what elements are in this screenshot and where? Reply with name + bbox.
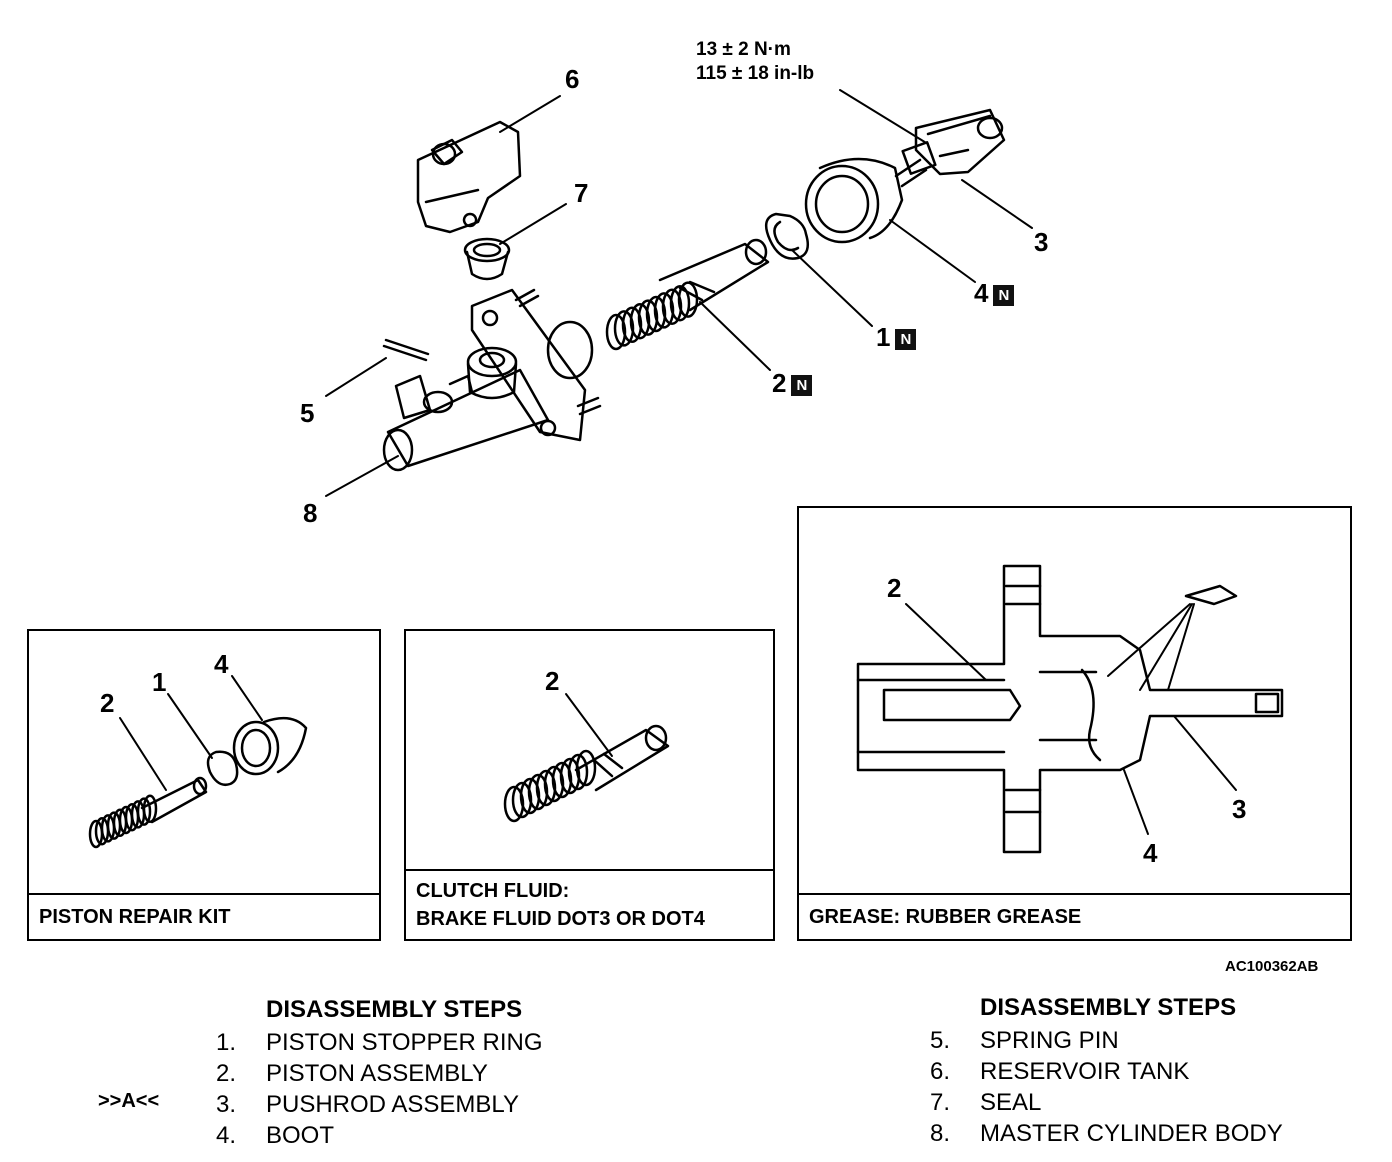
caption-line-2: BRAKE FLUID DOT3 OR DOT4 <box>416 908 705 930</box>
torque-spec: 13 ± 2 N·m 115 ± 18 in-lb <box>696 38 814 86</box>
step-number: 4. <box>215 1122 236 1149</box>
step-item: 4. BOOT <box>186 1120 543 1151</box>
fluid-panel-art <box>503 693 670 823</box>
step-item: 1. PISTON STOPPER RING <box>186 1027 543 1058</box>
master-cylinder-body-part <box>382 288 602 472</box>
spring-coil <box>142 794 158 824</box>
grease-callout-3: 3 <box>1232 794 1247 824</box>
step-number: 8. <box>929 1120 950 1147</box>
figure-code: AC100362AB <box>1225 958 1319 975</box>
step-number: 6. <box>929 1058 950 1085</box>
step-text: MASTER CYLINDER BODY <box>980 1120 1283 1147</box>
spring-coil <box>136 797 152 826</box>
step-text: SPRING PIN <box>980 1027 1119 1054</box>
callout-3: 3 <box>1034 227 1049 257</box>
callout-4: 4 <box>974 278 989 308</box>
step-text: PISTON STOPPER RING <box>266 1029 543 1056</box>
step-3-mark: >>A<< <box>98 1090 160 1112</box>
step-number: 1. <box>215 1029 236 1056</box>
callout-6: 6 <box>565 64 580 94</box>
callout-2: 2 <box>772 368 787 398</box>
panel-caption: PISTON REPAIR KIT <box>29 893 379 939</box>
steps-heading: DISASSEMBLY STEPS <box>266 996 523 1023</box>
pushrod-assembly-part <box>894 108 1006 188</box>
panel-caption: CLUTCH FLUID: BRAKE FLUID DOT3 OR DOT4 <box>406 869 773 939</box>
step-text: SEAL <box>980 1089 1042 1116</box>
kit-callout-2: 2 <box>100 688 115 718</box>
step-item: 2. PISTON ASSEMBLY <box>186 1058 543 1089</box>
piston-assembly-part <box>605 238 770 351</box>
spring-pin-part <box>382 338 430 362</box>
step-number: 7. <box>929 1089 950 1116</box>
step-item: 7. SEAL <box>900 1087 1283 1118</box>
grease-callout-4: 4 <box>1143 838 1158 868</box>
callout-1: 1 <box>876 322 891 352</box>
panel-caption: GREASE: RUBBER GREASE <box>799 893 1350 939</box>
grease-callout-2: 2 <box>887 573 902 603</box>
step-number: 2. <box>215 1060 236 1087</box>
steps-list-right: DISASSEMBLY STEPS 5. SPRING PIN 6. RESERVO… <box>900 992 1283 1149</box>
boot-part <box>804 157 904 244</box>
seal-part <box>463 237 511 281</box>
grease-panel-art <box>856 564 1284 854</box>
torque-imperial: 115 ± 18 in-lb <box>696 63 815 84</box>
torque-metric: 13 ± 2 N·m <box>696 39 791 60</box>
new-part-badge: N <box>895 329 917 350</box>
clutch-fluid-panel: CLUTCH FLUID: BRAKE FLUID DOT3 OR DOT4 <box>404 629 775 941</box>
piston-stopper-ring-part <box>764 212 809 260</box>
kit-panel-art <box>88 675 308 849</box>
spring-coil <box>677 281 699 318</box>
step-number: 3. <box>215 1091 236 1118</box>
step-item: 5. SPRING PIN <box>900 1025 1283 1056</box>
spring-coil <box>669 284 691 322</box>
new-part-badge: N <box>993 285 1015 306</box>
callout-5: 5 <box>300 398 315 428</box>
spring-coil <box>567 753 589 791</box>
kit-callout-4: 4 <box>214 649 229 679</box>
callout-8: 8 <box>303 498 318 528</box>
step-item: 3. PUSHROD ASSEMBLY <box>186 1089 543 1120</box>
new-part-badge: N <box>791 375 813 396</box>
step-text: BOOT <box>266 1122 335 1149</box>
kit-callout-1: 1 <box>152 667 167 697</box>
grease-panel: GREASE: RUBBER GREASE <box>797 506 1352 941</box>
step-item: 8. MASTER CYLINDER BODY <box>900 1118 1283 1149</box>
fluid-callout-2: 2 <box>545 666 560 696</box>
caption-line-1: CLUTCH FLUID: <box>416 880 570 902</box>
step-item: 6. RESERVOIR TANK <box>900 1056 1283 1087</box>
step-number: 5. <box>929 1027 950 1054</box>
steps-list-left: DISASSEMBLY STEPS 1.PISTON STOPPER RING … <box>186 994 543 1151</box>
caption-text: GREASE: RUBBER GREASE <box>809 905 1082 928</box>
leader-lines <box>325 89 1033 497</box>
callout-7: 7 <box>574 178 589 208</box>
step-text: PUSHROD ASSEMBLY <box>266 1091 519 1118</box>
piston-repair-kit-panel: PISTON REPAIR KIT <box>27 629 381 941</box>
reservoir-tank-part <box>416 120 522 234</box>
step-text: RESERVOIR TANK <box>980 1058 1190 1085</box>
step-text: PISTON ASSEMBLY <box>266 1060 488 1087</box>
steps-heading: DISASSEMBLY STEPS <box>980 994 1237 1021</box>
caption-text: PISTON REPAIR KIT <box>39 905 231 928</box>
